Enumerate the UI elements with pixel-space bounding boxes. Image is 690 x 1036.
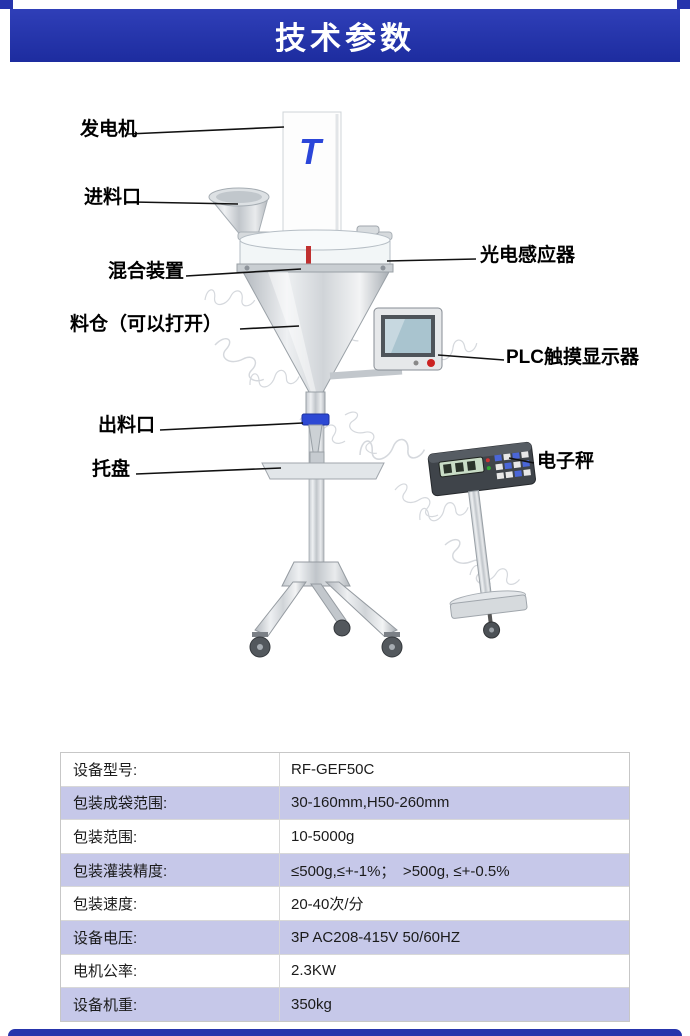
spec-table: 设备型号: RF-GEF50C 包装成袋范围: 30-160mm,H50-260… [60,752,630,1022]
spec-value: 350kg [291,995,332,1013]
top-right-border-mark [677,0,690,9]
spec-value: 2.3KW [291,962,337,980]
table-row: 包装范围: 10-5000g [61,820,629,854]
scale-keypad [494,451,531,480]
callout-mixing-device: 混合装置 [108,261,185,282]
section-title-bar: 技术参数 [10,9,680,62]
caster-wheel [381,636,403,658]
spec-label: 包装成袋范围: [61,786,280,820]
table-row: 包装成袋范围: 30-160mm,H50-260mm [61,786,629,821]
table-row: 设备电压: 3P AC208-415V 50/60HZ [61,920,629,955]
callout-generator: 发电机 [80,119,138,140]
callout-plc-display: PLC触摸显示器 [506,347,640,368]
machine-base [249,561,403,658]
bottom-section-edge [8,1029,682,1036]
table-row: 包装速度: 20-40次/分 [61,887,629,921]
table-row: 设备型号: RF-GEF50C [61,753,629,787]
spec-value: 30-160mm,H50-260mm [291,794,450,812]
spec-value: 10-5000g [291,827,355,845]
spec-label: 包装速度: [61,887,280,920]
caster-wheel [249,636,271,658]
top-left-border-mark [0,0,13,9]
callout-feed-inlet: 进料口 [84,187,142,208]
spec-value: 20-40次/分 [291,896,364,914]
callout-outlet: 出料口 [98,415,156,436]
spec-value: 3P AC208-415V 50/60HZ [291,928,461,946]
mixing-chamber [236,225,394,276]
callout-photo-sensor: 光电感应器 [480,245,576,266]
mixing-device-rod [306,246,311,264]
scale-lcd [438,456,485,478]
discharge-nozzle [301,391,330,453]
table-row: 包装灌装精度: ≤500g,≤+-1%； >500g, ≤+-0.5% [61,853,629,888]
spec-label: 设备型号: [61,753,280,786]
hopper-cone [242,271,390,393]
callout-electronic-scale: 电子秤 [537,451,595,472]
spec-label: 包装灌装精度: [61,853,280,887]
watermark [202,278,521,592]
table-row: 电机公率: 2.3KW [61,954,629,989]
machine-head: T [282,111,342,237]
caster-wheel [483,621,501,639]
callout-lines [127,126,535,475]
caster-wheel [333,619,351,637]
clamp-knob [296,268,304,276]
spec-value: RF-GEF50C [291,760,375,778]
brand-logo: T [299,131,324,172]
spec-value: ≤500g,≤+-1%； >500g, ≤+-0.5% [291,862,510,880]
callout-hopper: 料仓（可以打开） [70,314,223,335]
electronic-scale [427,441,536,639]
plc-display [329,307,443,380]
spec-label: 设备机重: [61,988,280,1021]
table-row: 设备机重: 350kg [61,988,629,1021]
plc-power-button [427,359,435,367]
feed-funnel [208,187,270,243]
page-title: 技术参数 [275,21,415,56]
support-column [308,263,325,565]
spec-label: 电机公率: [61,954,280,988]
spec-label: 包装范围: [61,820,280,853]
callout-tray: 托盘 [92,459,131,480]
clamp-blue [301,413,330,426]
tray [261,451,385,480]
spec-label: 设备电压: [61,920,280,954]
